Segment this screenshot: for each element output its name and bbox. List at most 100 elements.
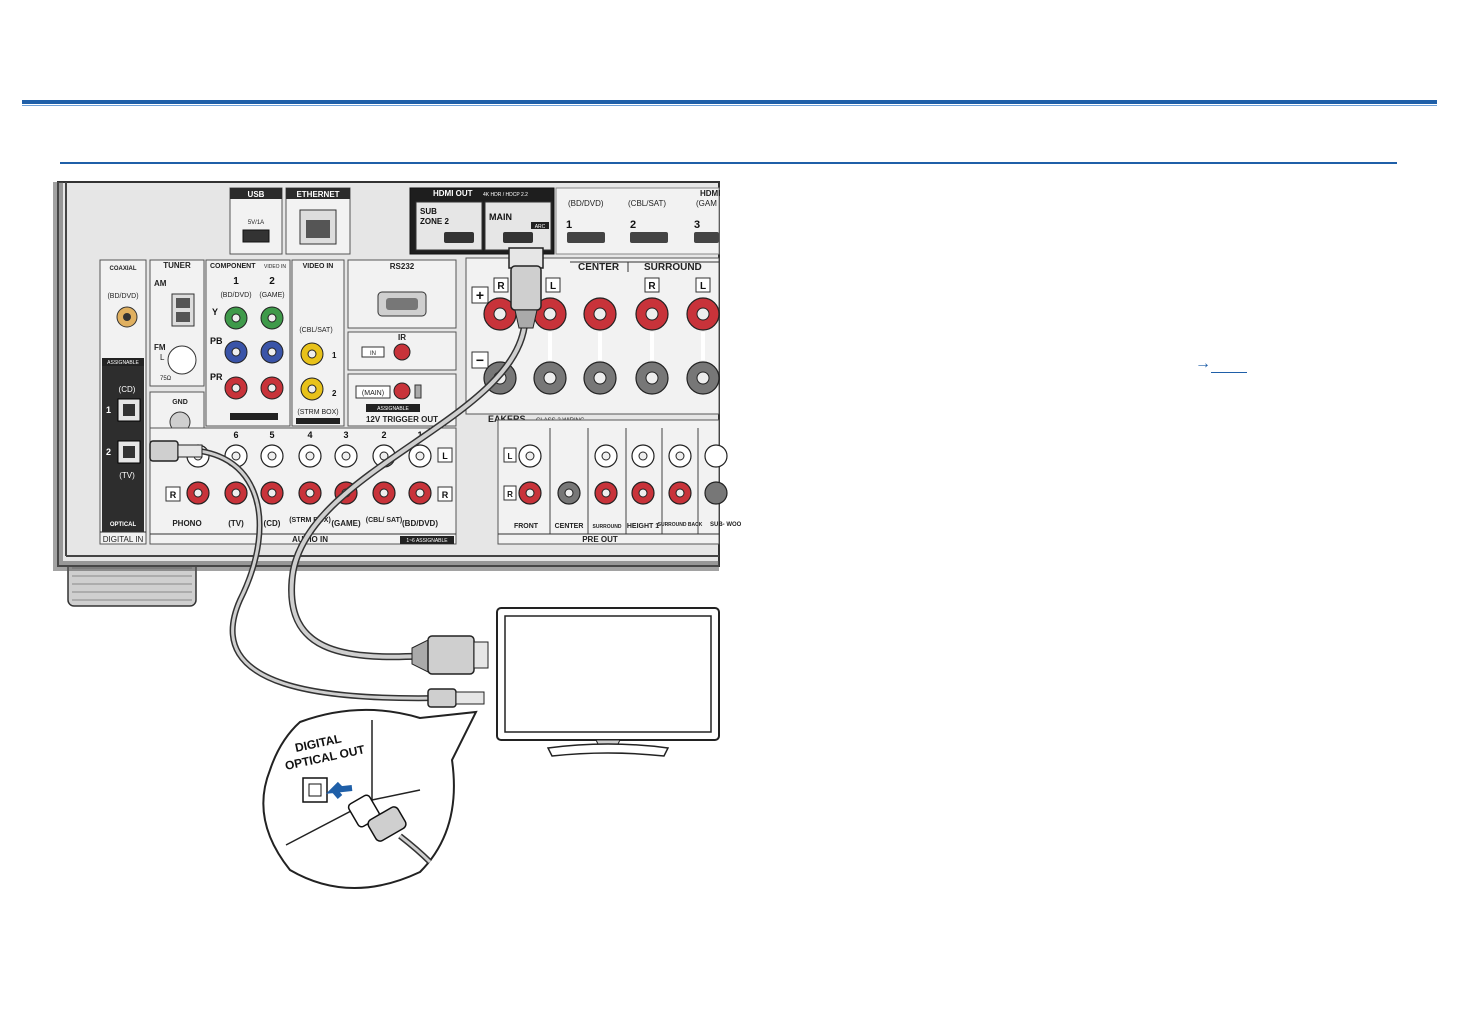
- ir-in-label: IN: [370, 351, 376, 357]
- coaxial-bd-label: (BD/DVD): [107, 293, 138, 300]
- ir-in-jack: [393, 343, 411, 361]
- hdmi-in-label: HDMI: [700, 189, 720, 198]
- section-rule: [60, 162, 1397, 164]
- optical-plug-callout: [367, 806, 407, 842]
- video-1-num: 1: [332, 351, 337, 360]
- receiver-rear-panel: USB 5V/1A ETHERNET HDMI OUT 4K HDR / HDC…: [53, 181, 742, 607]
- coaxial-label: COAXIAL: [110, 266, 137, 272]
- pre-out-front-label: FRONT: [514, 523, 539, 530]
- component-pr-label: PR: [210, 372, 223, 382]
- hdmi-plug-receiver: [508, 247, 544, 329]
- hdmi-in-2-num: 2: [630, 219, 636, 231]
- hdmi-in-1-num: 1: [566, 219, 572, 231]
- optical-plug-tv: [427, 688, 485, 708]
- hdmi-in-2-port: [630, 232, 668, 243]
- component-pb-label: PB: [210, 336, 223, 346]
- hdmi-out-main-port: [503, 232, 533, 243]
- optical-cd-label: (CD): [119, 385, 136, 394]
- trigger-assignable-label: ASSIGNABLE: [377, 406, 409, 412]
- usb-label: USB: [248, 190, 265, 199]
- hdmi-in-1-name: (BD/DVD): [568, 199, 604, 208]
- audio-in-r-label: R: [442, 490, 449, 500]
- insert-arrow-icon: [325, 781, 353, 799]
- tuner-label: TUNER: [163, 261, 191, 270]
- optical-cd-num: 1: [106, 405, 111, 415]
- pre-out-surround-label: SURROUND: [593, 524, 622, 530]
- speaker-plus-label: +: [476, 287, 484, 303]
- gnd-label: GND: [172, 399, 188, 406]
- component-bd-label: (BD/DVD): [220, 292, 251, 299]
- tv-optical-callout: DIGITAL OPTICAL OUT: [262, 708, 478, 889]
- arrow-icon: →: [1195, 355, 1211, 372]
- audio-in-l-label: L: [442, 451, 448, 461]
- audio-in-5-num: 5: [269, 430, 274, 440]
- speaker-surround-l-label: L: [700, 281, 706, 292]
- trigger-out-label: 12V TRIGGER OUT: [366, 415, 438, 424]
- speaker-surround-r-label: R: [648, 281, 656, 292]
- video-2-num: 2: [332, 389, 337, 398]
- audio-in-cd-label: (CD): [264, 519, 281, 528]
- audio-in-bd-label: (BD/DVD): [402, 519, 438, 528]
- speaker-minus-label: −: [476, 352, 484, 368]
- component-1-num: 1: [233, 276, 239, 287]
- speaker-surround-label: SURROUND: [644, 262, 702, 273]
- audio-in-label: AUDIO IN: [292, 535, 328, 544]
- audio-in-2-num: 2: [381, 430, 386, 440]
- video-strm-box-label: (STRM BOX): [297, 409, 338, 416]
- audio-in-3-num: 3: [343, 430, 348, 440]
- component-jacks: [224, 306, 284, 400]
- tv-optical-out-port: [302, 777, 328, 803]
- hdmi-in-2-name: (CBL/SAT): [628, 199, 666, 208]
- rs232-label: RS232: [390, 262, 415, 271]
- optical-plug-receiver: [149, 440, 203, 462]
- hdmi-zone2-label: ZONE 2: [420, 217, 449, 226]
- speaker-center-label: CENTER: [578, 262, 620, 273]
- component-y-label: Y: [212, 307, 218, 317]
- pre-out-label: PRE OUT: [582, 535, 618, 544]
- tuner-fm-l: L: [160, 353, 165, 362]
- hdmi-plug-tv: [411, 635, 489, 675]
- trigger-out-jack: [393, 382, 411, 400]
- hdmi-in-3-port: [694, 232, 719, 243]
- pre-out-height-label: HEIGHT 1: [627, 523, 659, 530]
- phono-r-label: R: [170, 490, 177, 500]
- pre-out-jacks: [518, 444, 728, 505]
- optical-tv-label: (TV): [119, 471, 135, 480]
- pre-out-center-label: CENTER: [555, 523, 584, 530]
- hdmi-in-1-port: [567, 232, 605, 243]
- hdmi-out-label: HDMI OUT: [433, 189, 473, 198]
- optical-tv-num: 2: [106, 447, 111, 457]
- component-label: COMPONENT: [210, 263, 256, 270]
- tuner-ohm: 75Ω: [160, 376, 172, 382]
- audio-in-4-num: 4: [307, 430, 312, 440]
- hdmi-arc-label: ARC: [535, 224, 546, 230]
- component-game-label: (GAME): [259, 292, 284, 299]
- audio-in-cbl-label: (CBL/ SAT): [366, 517, 402, 524]
- pre-out-r-label: R: [507, 490, 513, 499]
- page-reference-link[interactable]: →: [1195, 355, 1247, 373]
- video-cbl-sat-label: (CBL/SAT): [299, 327, 332, 334]
- speakers-label: EAKERS: [488, 414, 526, 424]
- audio-in-game-label: (GAME): [331, 519, 361, 528]
- television: [496, 607, 720, 757]
- usb-port: [242, 229, 270, 243]
- trigger-main-label: (MAIN): [362, 390, 384, 397]
- reference-page-underline: [1211, 358, 1247, 373]
- header-rule: [22, 100, 1437, 104]
- hdmi-main-label: MAIN: [489, 212, 512, 222]
- audio-in-assignable-label: 1~6 ASSIGNABLE: [406, 538, 448, 544]
- pre-out-surround-back-label: SURROUND BACK: [658, 522, 703, 528]
- tuner-fm-label: FM: [154, 343, 166, 352]
- audio-in-phono-label: PHONO: [172, 519, 201, 528]
- optical-label: OPTICAL: [110, 522, 137, 528]
- hdmi-out-sub-port: [444, 232, 474, 243]
- component-video-in-label: VIDEO IN: [264, 264, 286, 270]
- audio-in-strm-label: (STRM BOX): [289, 517, 331, 524]
- pre-out-l-label: L: [508, 452, 513, 461]
- video-in-label: VIDEO IN: [303, 263, 334, 270]
- pre-out-subwoofer-label: SUB- WOO: [710, 522, 742, 528]
- audio-in-tv-label: (TV): [228, 519, 244, 528]
- hdmi-cable: [288, 319, 529, 661]
- hdmi-sub-label: SUB: [420, 207, 437, 216]
